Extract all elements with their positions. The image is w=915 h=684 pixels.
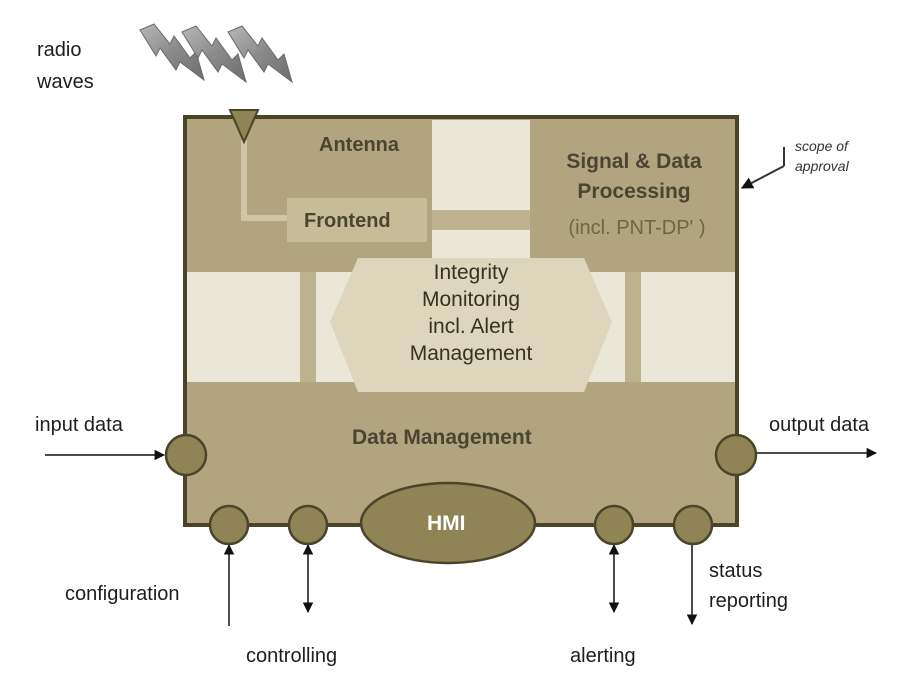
- radio-waves-label: radio waves: [37, 39, 94, 93]
- input-data-label: input data: [35, 414, 123, 436]
- hmi-ellipse: [359, 481, 537, 565]
- integrity-hexagon: [330, 258, 612, 392]
- scope-of-approval-label: scope of approval: [795, 138, 849, 174]
- column-panel: [432, 120, 530, 272]
- controlling-label: controlling: [246, 645, 338, 667]
- alerting-port: [593, 504, 635, 546]
- configuration-label: configuration: [65, 583, 180, 605]
- data-management-label: Data Management: [352, 426, 532, 449]
- controlling-port: [287, 504, 329, 546]
- signal-processing-subtitle: (incl. PNT-DP' ): [568, 217, 706, 239]
- radio-waves-icon: [139, 23, 293, 84]
- configuration-port: [208, 504, 250, 546]
- hmi-label: HMI: [427, 512, 466, 535]
- output-port: [714, 433, 758, 477]
- status-port: [672, 504, 714, 546]
- signal-processing-panel: [530, 120, 735, 272]
- alerting-label: alerting: [570, 645, 636, 667]
- antenna-label: Antenna: [319, 134, 399, 156]
- band-divider: [625, 272, 641, 382]
- output-data-label: output data: [769, 414, 870, 436]
- frontend-bus: [432, 210, 530, 230]
- input-port: [164, 433, 208, 477]
- integrity-monitoring-label: Integrity Monitoring incl. Alert Managem…: [409, 261, 533, 365]
- band-divider: [300, 272, 316, 382]
- status-reporting-label: status reporting: [709, 560, 788, 612]
- scope-arrow: [740, 165, 785, 189]
- frontend-label: Frontend: [304, 210, 391, 232]
- antenna-icon: [228, 109, 260, 145]
- frontend-box: [287, 198, 427, 242]
- antenna-wire: [241, 140, 287, 221]
- signal-processing-title: Signal & Data Processing: [566, 150, 702, 203]
